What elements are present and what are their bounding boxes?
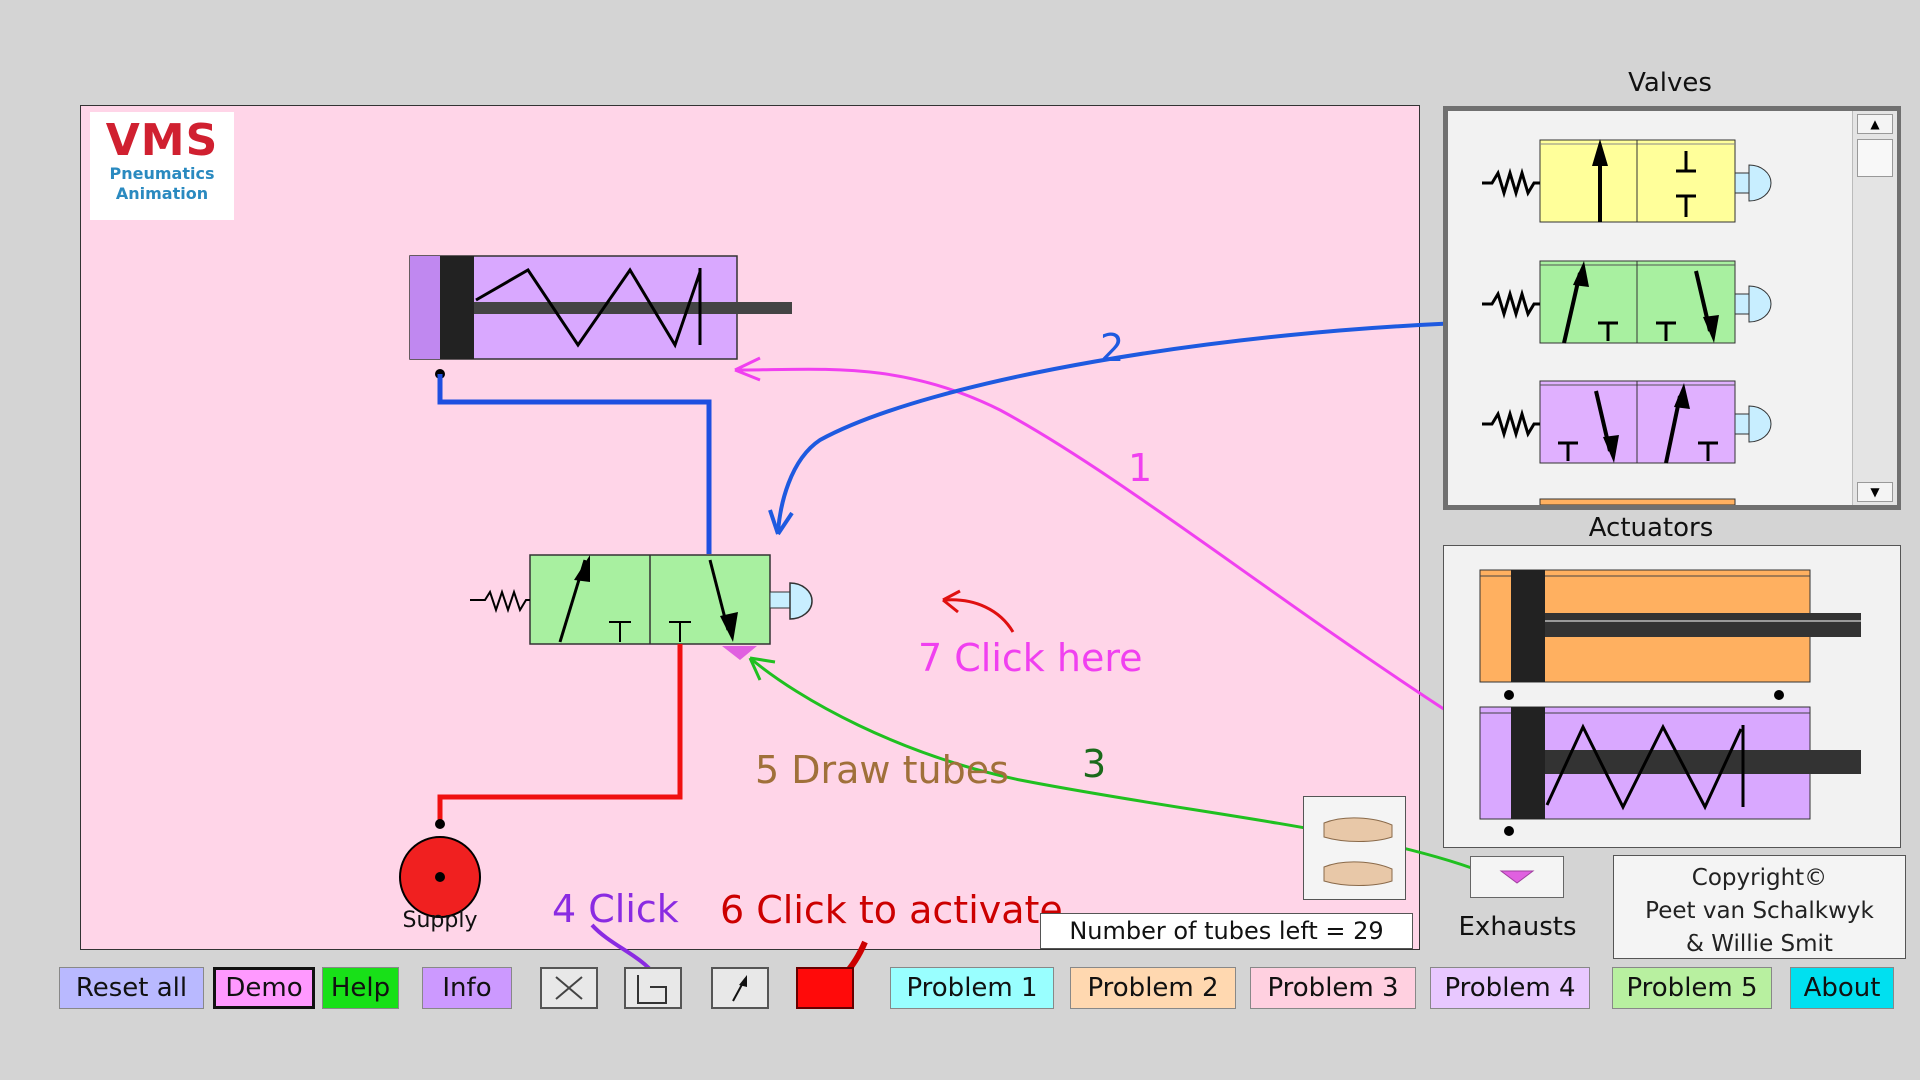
annotation-step-2: 2 bbox=[1100, 326, 1125, 370]
valves-title: Valves bbox=[1628, 68, 1712, 98]
logo-brand: VMS bbox=[105, 115, 219, 166]
valves-scrollbar[interactable]: ▲ ▼ bbox=[1852, 111, 1897, 505]
problem-3-button[interactable]: Problem 3 bbox=[1250, 967, 1416, 1009]
copyright-line2: Peet van Schalkwyk bbox=[1645, 898, 1874, 924]
copyright-box: Copyright© Peet van Schalkwyk & Willie S… bbox=[1613, 855, 1906, 959]
hands-icon bbox=[1323, 817, 1393, 886]
info-button[interactable]: Info bbox=[422, 967, 512, 1009]
annotation-step-7: 7 Click here bbox=[918, 636, 1143, 680]
scroll-up-icon[interactable]: ▲ bbox=[1857, 114, 1893, 134]
demo-button[interactable]: Demo bbox=[213, 967, 315, 1009]
problem-5-button[interactable]: Problem 5 bbox=[1612, 967, 1772, 1009]
delete-tube-icon bbox=[555, 976, 583, 1000]
problem-2-button[interactable]: Problem 2 bbox=[1070, 967, 1236, 1009]
actuators-library bbox=[1479, 569, 1861, 836]
vms-logo: VMS Pneumatics Animation bbox=[90, 112, 234, 220]
valves-library bbox=[1482, 139, 1772, 505]
scroll-thumb[interactable] bbox=[1857, 139, 1893, 177]
annotation-step-3: 3 bbox=[1082, 742, 1107, 786]
annotation-step-5: 5 Draw tubes bbox=[755, 748, 1009, 792]
problem-1-button[interactable]: Problem 1 bbox=[890, 967, 1054, 1009]
canvas-cylinder[interactable] bbox=[409, 255, 792, 379]
valve-purple[interactable] bbox=[1482, 380, 1772, 464]
actuator-spring-return[interactable] bbox=[1479, 706, 1861, 836]
actuator-double-acting[interactable] bbox=[1479, 569, 1861, 700]
problem-4-button[interactable]: Problem 4 bbox=[1430, 967, 1590, 1009]
help-button[interactable]: Help bbox=[322, 967, 399, 1009]
supply-label: Supply bbox=[402, 908, 478, 933]
about-button[interactable]: About bbox=[1790, 967, 1894, 1009]
scroll-down-icon[interactable]: ▼ bbox=[1857, 482, 1893, 502]
valve-yellow[interactable] bbox=[1482, 139, 1772, 223]
copyright-line1: Copyright© bbox=[1691, 865, 1828, 891]
exhaust-button[interactable] bbox=[1470, 856, 1564, 898]
copyright-line3: & Willie Smit bbox=[1686, 931, 1833, 957]
exhausts-label: Exhausts bbox=[1458, 912, 1577, 942]
draw-tube-tool[interactable] bbox=[624, 967, 682, 1009]
pointer-arrow-icon bbox=[732, 975, 747, 1002]
pointer-tool[interactable] bbox=[711, 967, 769, 1009]
activate-button[interactable] bbox=[796, 967, 854, 1009]
logo-line2: Animation bbox=[115, 184, 209, 203]
logo-line1: Pneumatics bbox=[109, 164, 215, 183]
exhaust-triangle-icon bbox=[1499, 870, 1535, 884]
annotation-step-6: 6 Click to activate bbox=[720, 888, 1063, 932]
valve-green[interactable] bbox=[1482, 260, 1772, 344]
tubes-left-counter: Number of tubes left = 29 bbox=[1040, 913, 1413, 949]
annotation-step-1: 1 bbox=[1128, 446, 1153, 490]
delete-tube-tool[interactable] bbox=[540, 967, 598, 1009]
draw-tube-icon bbox=[637, 975, 667, 1004]
canvas-valve[interactable] bbox=[470, 554, 813, 660]
supply-source[interactable] bbox=[399, 836, 481, 918]
actuators-title: Actuators bbox=[1588, 513, 1714, 543]
hands-button[interactable] bbox=[1303, 796, 1406, 900]
annotation-step-4: 4 Click bbox=[552, 887, 679, 931]
reset-all-button[interactable]: Reset all bbox=[59, 967, 204, 1009]
